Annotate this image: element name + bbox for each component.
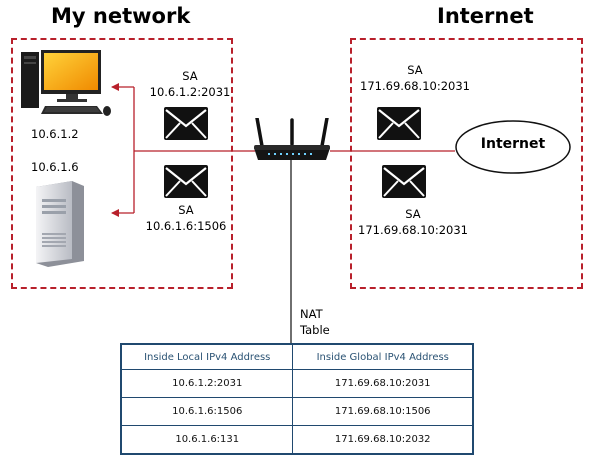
envelope-icon bbox=[164, 165, 208, 198]
nat-cell-local: 10.6.1.6:1506 bbox=[120, 397, 294, 426]
nat-cell-global: 171.69.68.10:2031 bbox=[292, 369, 474, 398]
nat-header-inside-local: Inside Local IPv4 Address bbox=[120, 343, 294, 370]
left-bottom-sa-label: SA bbox=[178, 203, 194, 217]
table-row: 10.6.1.6:1506 171.69.68.10:1506 bbox=[120, 397, 474, 426]
internet-cloud-label: Internet bbox=[480, 136, 546, 152]
nat-cell-global: 171.69.68.10:1506 bbox=[292, 397, 474, 426]
nat-table-header-row: Inside Local IPv4 Address Inside Global … bbox=[120, 343, 474, 370]
nat-label-line2: Table bbox=[300, 323, 330, 337]
server-tower-icon bbox=[36, 181, 84, 267]
right-bottom-sa-address: 171.69.68.10:2031 bbox=[358, 223, 468, 237]
left-bottom-sa-address: 10.6.1.6:1506 bbox=[145, 219, 227, 233]
nat-cell-local: 10.6.1.2:2031 bbox=[120, 369, 294, 398]
nat-label-line1: NAT bbox=[300, 307, 323, 321]
nat-cell-local: 10.6.1.6:131 bbox=[120, 425, 294, 455]
table-row: 10.6.1.2:2031 171.69.68.10:2031 bbox=[120, 369, 474, 398]
nat-table-label: NAT Table bbox=[300, 306, 330, 338]
internet-title: Internet bbox=[437, 4, 534, 28]
left-top-sa-address: 10.6.1.2:2031 bbox=[149, 85, 231, 99]
internet-zone bbox=[350, 38, 583, 289]
pc-ip-label: 10.6.1.2 bbox=[31, 127, 79, 141]
table-row: 10.6.1.6:131 171.69.68.10:2032 bbox=[120, 425, 474, 455]
router-icon bbox=[254, 118, 330, 160]
envelope-icon bbox=[377, 107, 421, 140]
my-network-zone bbox=[11, 38, 233, 289]
nat-cell-global: 171.69.68.10:2032 bbox=[292, 425, 474, 455]
right-top-packet-label: SA 171.69.68.10:2031 bbox=[358, 62, 472, 94]
my-network-title: My network bbox=[51, 4, 191, 28]
envelope-icon bbox=[164, 107, 208, 140]
left-top-sa-label: SA bbox=[182, 69, 198, 83]
cloud-icon bbox=[455, 120, 571, 174]
nat-table: Inside Local IPv4 Address Inside Global … bbox=[120, 343, 474, 455]
right-bottom-sa-label: SA bbox=[405, 207, 421, 221]
left-bottom-packet-label: SA 10.6.1.6:1506 bbox=[140, 202, 232, 234]
right-top-sa-address: 171.69.68.10:2031 bbox=[360, 79, 470, 93]
desktop-pc-icon bbox=[21, 50, 111, 116]
server-ip-label: 10.6.1.6 bbox=[31, 160, 79, 174]
envelope-icon bbox=[382, 165, 426, 198]
right-top-sa-label: SA bbox=[407, 63, 423, 77]
right-bottom-packet-label: SA 171.69.68.10:2031 bbox=[356, 206, 470, 238]
left-top-packet-label: SA 10.6.1.2:2031 bbox=[144, 68, 236, 100]
nat-header-inside-global: Inside Global IPv4 Address bbox=[292, 343, 474, 370]
